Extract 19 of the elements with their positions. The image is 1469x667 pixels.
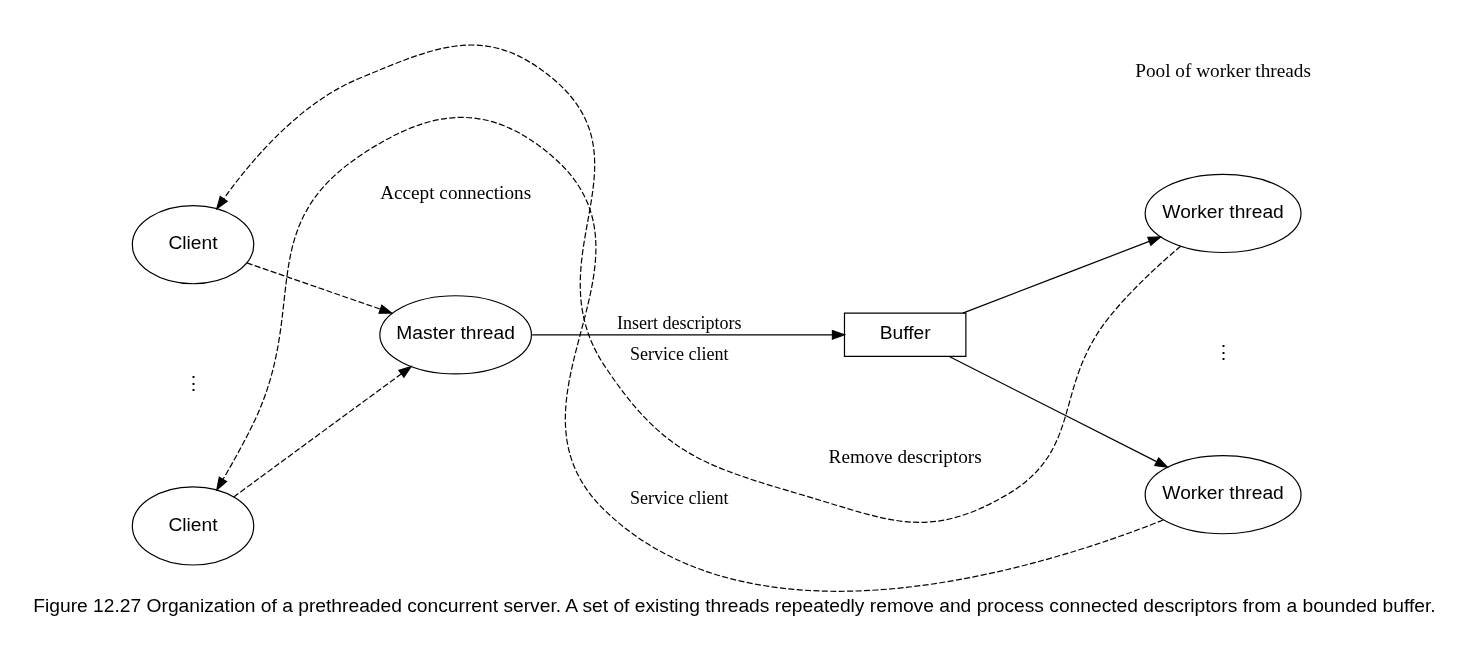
arrow	[215, 116, 1164, 592]
node-ellipse: Client	[131, 485, 255, 566]
edge-label: Service client	[629, 343, 729, 364]
arrow	[246, 261, 394, 314]
arrow	[233, 365, 413, 498]
arrow	[962, 235, 1163, 314]
label: ⋮	[183, 372, 203, 394]
label: Accept connections	[380, 181, 532, 203]
label: Pool of worker threads	[1135, 59, 1311, 81]
label: ⋮	[1213, 341, 1233, 363]
edge-label: Insert descriptors	[616, 312, 742, 333]
arrow	[948, 355, 1170, 468]
node-box: Buffer	[843, 312, 967, 357]
arrow	[531, 329, 847, 340]
node-ellipse: Client	[131, 204, 255, 284]
edge-label: Service client	[629, 487, 729, 508]
caption: Figure 12.27 Organization of a prethreaded concurrent server. A set of existing threads repeatedly remove and process connected descriptors from a bounded buffer.	[33, 594, 1436, 616]
arrow	[215, 44, 1182, 523]
label: Remove descriptors	[828, 445, 982, 467]
